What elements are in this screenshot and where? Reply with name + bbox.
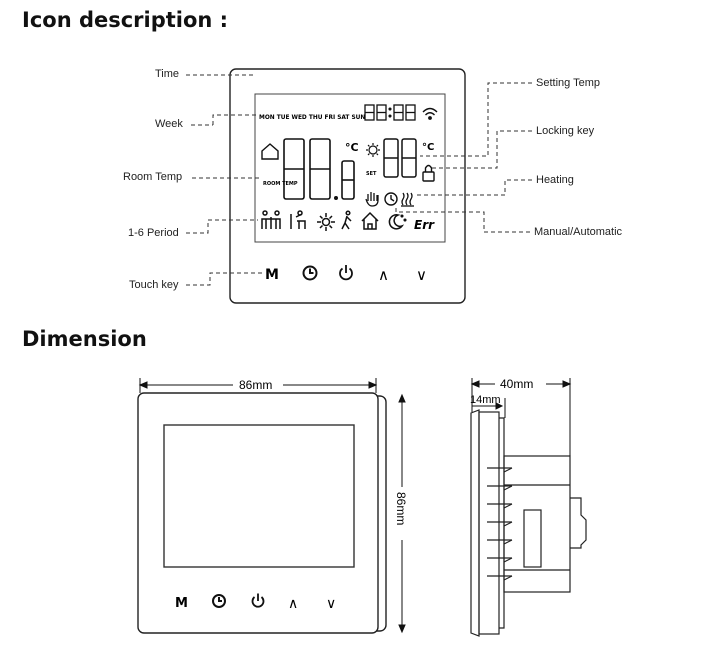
house-icon (261, 143, 279, 160)
width-dimension-line (138, 378, 378, 393)
dim-clock-key-icon (212, 594, 226, 608)
front-view-screen (163, 424, 355, 568)
key-up-label: ∧ (378, 266, 389, 284)
set-label: SET (366, 171, 377, 177)
dim-key-m-label: M (175, 596, 188, 611)
room-temp-digits (283, 138, 355, 201)
height-label: 86mm (394, 492, 408, 525)
power-key-icon[interactable] (339, 265, 353, 281)
hand-icon (365, 192, 379, 207)
key-m-label: M (265, 267, 279, 283)
depth-dimension-line (470, 378, 572, 456)
label-period: 1-6 Period (128, 227, 179, 239)
wifi-icon (422, 107, 438, 120)
walking-icon (341, 210, 352, 230)
period-icons (261, 210, 407, 231)
dining-icon (290, 210, 306, 229)
side-view (470, 409, 587, 637)
setting-temp-digits (383, 138, 417, 178)
set-celsius: °C (422, 142, 434, 153)
label-time: Time (155, 68, 180, 80)
leader-lines (186, 74, 532, 286)
depth-label: 40mm (500, 377, 533, 391)
sun-icon (317, 213, 335, 231)
label-touch-key: Touch key (129, 279, 179, 291)
time-display (364, 104, 416, 121)
clock-icon (384, 192, 398, 206)
height-dimension-line (398, 393, 406, 634)
dim-key-up-label: ∧ (288, 596, 298, 612)
heating-icon (401, 192, 414, 207)
gear-icon (366, 143, 380, 157)
front-depth-label: 14mm (470, 394, 501, 406)
clock-key-icon[interactable] (302, 265, 318, 281)
label-week: Week (155, 118, 183, 130)
label-heating: Heating (536, 174, 574, 186)
dim-key-down-label: ∨ (326, 596, 336, 612)
label-locking-key: Locking key (536, 125, 595, 137)
room-celsius: °C (345, 141, 359, 154)
lcd-screen (254, 93, 446, 243)
label-setting-temp: Setting Temp (536, 77, 601, 89)
family-icon (261, 210, 281, 229)
key-down-label: ∨ (416, 266, 427, 284)
error-indicator: Err (414, 218, 435, 232)
icon-description-heading: Icon description : (22, 8, 229, 32)
moon-icon (388, 214, 407, 230)
dim-power-key-icon (251, 593, 265, 608)
home-icon (361, 211, 379, 230)
dimension-heading: Dimension (22, 327, 147, 351)
room-temp-label: ROOM TEMP (263, 181, 298, 187)
week-days: MON TUE WED THU FRI SAT SUN (259, 113, 365, 121)
lock-icon (422, 164, 435, 182)
label-manual-automatic: Manual/Automatic (534, 226, 623, 238)
width-label: 86mm (239, 378, 272, 392)
label-room-temp: Room Temp (123, 171, 183, 183)
